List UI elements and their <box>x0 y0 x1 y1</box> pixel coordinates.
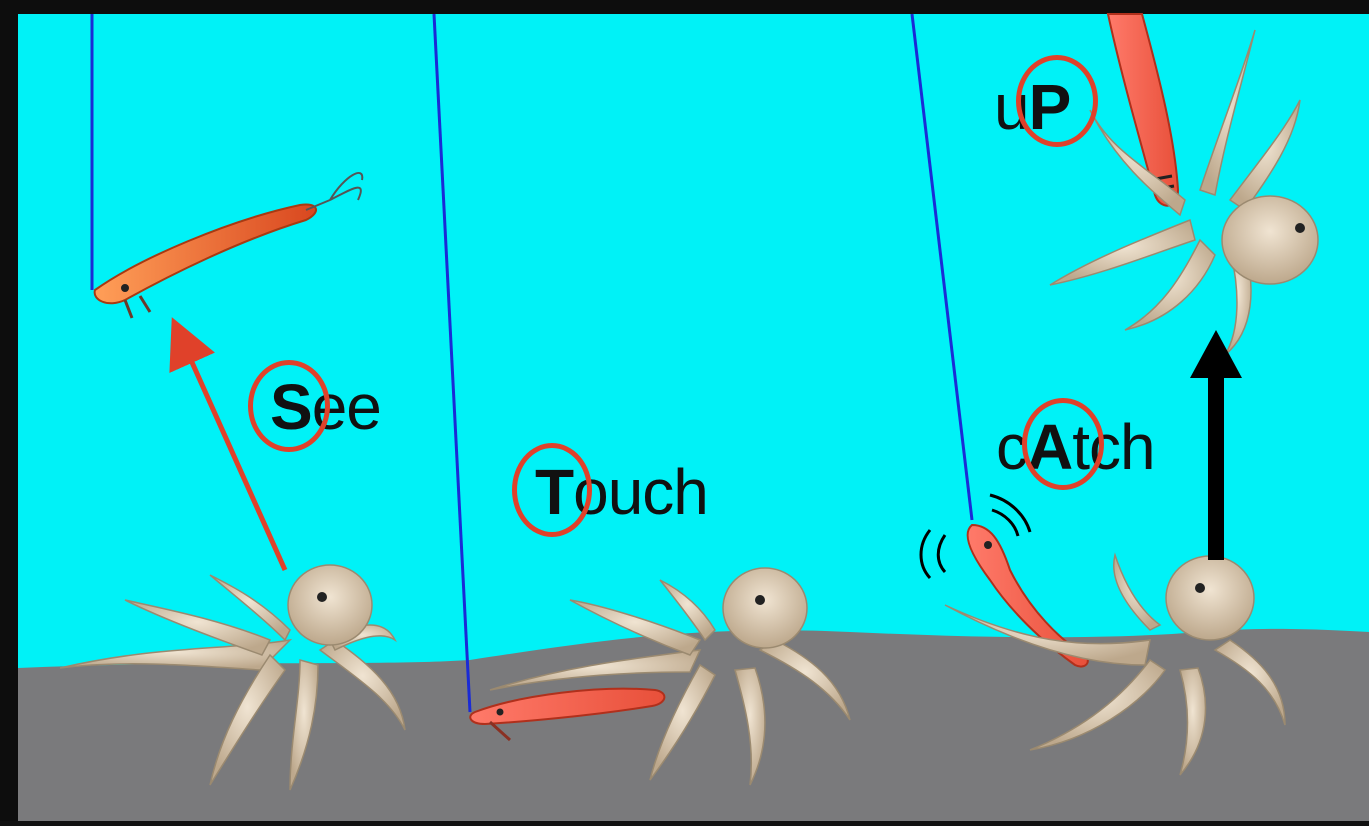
step-rest-touch: ouch <box>573 456 708 528</box>
ring-see <box>248 360 330 452</box>
ring-touch <box>512 443 592 537</box>
ring-up <box>1016 55 1098 147</box>
ring-catch <box>1022 398 1104 490</box>
